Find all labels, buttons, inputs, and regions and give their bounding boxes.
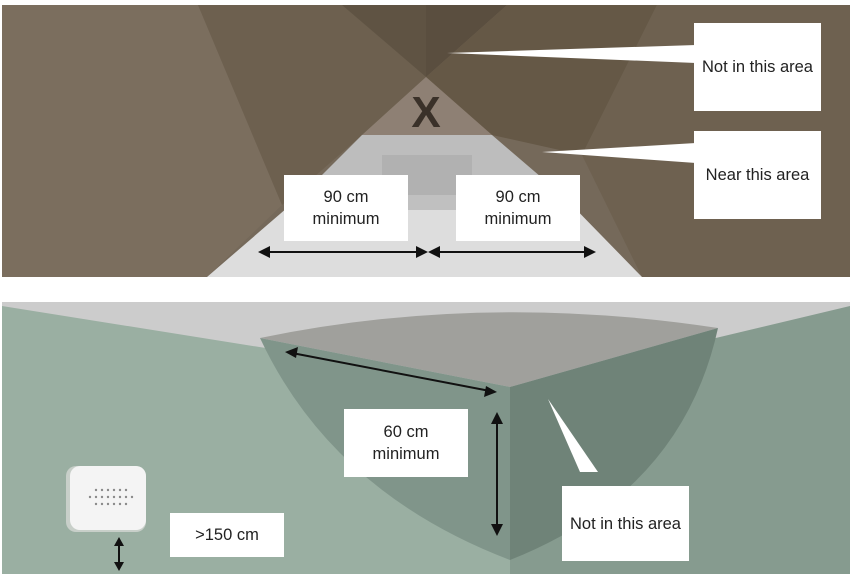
height-arrow bbox=[114, 537, 124, 571]
label-text: 90 cm minimum bbox=[484, 188, 552, 228]
pointer-not-in-area-bottom bbox=[548, 399, 598, 472]
pointer-near-area bbox=[542, 143, 696, 163]
left-distance-arrow bbox=[258, 246, 428, 258]
right-distance-arrow bbox=[428, 246, 596, 258]
label-text: Not in this area bbox=[702, 58, 813, 76]
x-marker: X bbox=[411, 88, 440, 137]
right-inner-wall bbox=[426, 5, 657, 155]
corner-room-panel: X Not in this area Near this area 90 cm … bbox=[2, 5, 850, 277]
label-text: 60 cm minimum bbox=[372, 423, 440, 463]
label-60cm-minimum: 60 cm minimum bbox=[344, 409, 468, 477]
ceiling-cone bbox=[260, 312, 718, 387]
label-text: 90 cm minimum bbox=[312, 188, 380, 228]
router-device-icon bbox=[66, 466, 146, 532]
pointer-not-in-area bbox=[447, 45, 696, 63]
ceiling-corner-illustration bbox=[2, 302, 850, 574]
left-wall bbox=[2, 5, 282, 277]
floor-zone-far bbox=[362, 77, 492, 135]
label-near-area: Near this area bbox=[694, 131, 821, 219]
vertical-distance-arrow bbox=[491, 412, 503, 536]
label-text: >150 cm bbox=[195, 526, 259, 544]
left-corner-strip bbox=[342, 5, 426, 77]
label-height: >150 cm bbox=[170, 513, 284, 557]
ceiling-corner-panel: 60 cm minimum Not in this area >150 cm bbox=[2, 302, 850, 574]
label-text: Not in this area bbox=[570, 514, 681, 533]
label-text: Near this area bbox=[705, 166, 810, 184]
ceiling-distance-arrow bbox=[285, 347, 497, 397]
label-not-in-area: Not in this area bbox=[694, 23, 821, 111]
label-left-minimum: 90 cm minimum bbox=[284, 175, 408, 241]
label-not-in-area-bottom: Not in this area bbox=[562, 486, 689, 561]
left-inner-wall bbox=[198, 5, 426, 205]
label-right-minimum: 90 cm minimum bbox=[456, 175, 580, 241]
